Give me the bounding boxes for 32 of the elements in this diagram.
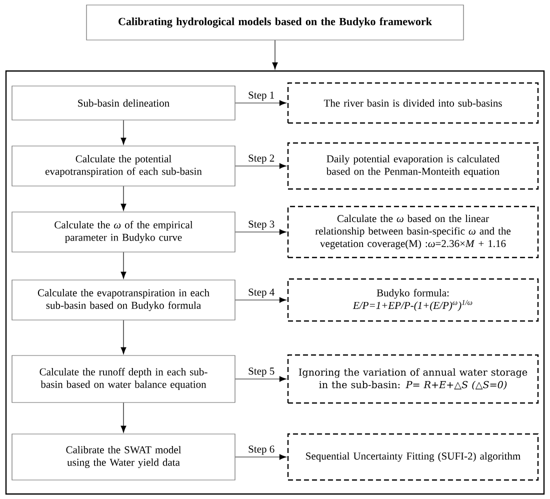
process-box: Calibrate the SWAT model using the Water yield data <box>12 434 236 480</box>
arrow <box>120 252 126 279</box>
step-label: Step 6 <box>248 446 274 455</box>
arrow <box>120 320 126 354</box>
frame-box <box>5 70 545 495</box>
step-label: Step 5 <box>248 368 274 377</box>
arrow <box>235 376 286 382</box>
arrow <box>120 120 126 145</box>
step-label: Step 2 <box>248 154 274 164</box>
process-box: Calculate the runoff depth in each sub-basin based on water balance equation <box>12 355 236 403</box>
process-box: Calculate the evapotranspiration in each sub-basin based on Budyko formula <box>12 280 236 320</box>
arrow <box>235 297 286 303</box>
step-label: Step 4 <box>248 288 274 298</box>
step-label: Step 1 <box>248 92 274 101</box>
result-box: Calculate the ω based on the linear relationship between basin-specific ω and the vegetation coverage(M) :ω=2.36×M + 1.16 <box>287 206 539 258</box>
arrow <box>272 40 278 70</box>
result-box: Daily potential evaporation is calculated based on the Penman-Monteith equation <box>287 142 539 190</box>
process-box: Sub-basin delineation <box>12 86 236 120</box>
arrow <box>235 229 286 235</box>
step-label: Step 3 <box>248 220 274 230</box>
result-box: Sequential Uncertainty Fitting (SUFI-2) algorithm <box>287 433 539 481</box>
result-box: Budyko formula: E/P=1+EP/P-(1+(E/P)$^{ω}$)$^{1/ω}$ <box>287 278 539 322</box>
arrow <box>235 454 286 460</box>
arrow <box>120 186 126 211</box>
result-box: Ignoring the variation of annual water storage in the sub-basin: P= R+E+△S (△S=0) <box>287 354 539 404</box>
result-box: The river basin is divided into sub-basins <box>287 82 539 124</box>
arrow <box>120 402 126 433</box>
process-box: Calculate the potential evapotranspiration of each sub-basin <box>12 146 236 186</box>
arrow <box>235 100 286 106</box>
process-box: Calculate the ω of the empirical parameter in Budyko curve <box>12 212 236 252</box>
arrow <box>235 163 286 169</box>
title-box: Calibrating hydrological models based on the Budyko framework <box>86 4 464 40</box>
